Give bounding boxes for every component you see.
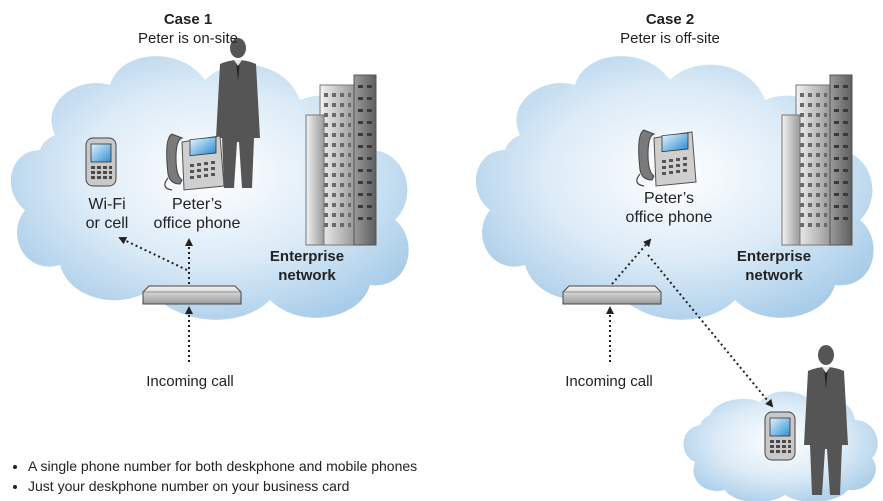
case1-subtitle: Peter is on-site bbox=[137, 30, 239, 47]
mobile-label-line1: Wi-Fi bbox=[88, 196, 126, 213]
incoming-call-label: Incoming call bbox=[146, 373, 234, 390]
case2-subtitle: Peter is off-site bbox=[620, 30, 720, 47]
office-phone-label-line2: office phone bbox=[153, 215, 241, 232]
gateway-device-icon bbox=[142, 285, 242, 305]
benefit-item: Just your deskphone number on your busin… bbox=[28, 476, 417, 496]
enterprise-network-label-line1: Enterprise bbox=[736, 248, 812, 265]
desk-phone-icon bbox=[636, 129, 697, 187]
benefits-list: A single phone number for both deskphone… bbox=[6, 456, 417, 496]
mobile-phone-icon bbox=[85, 137, 117, 187]
office-phone-label-line1: Peter’s bbox=[643, 190, 695, 207]
case2-title: Case 2 bbox=[645, 11, 695, 28]
benefit-item: A single phone number for both deskphone… bbox=[28, 456, 417, 476]
enterprise-network-label-line2: network bbox=[278, 267, 336, 284]
enterprise-network-label-line1: Enterprise bbox=[269, 248, 345, 265]
gateway-device-icon bbox=[562, 285, 662, 305]
case1-title: Case 1 bbox=[163, 11, 213, 28]
incoming-call-label: Incoming call bbox=[565, 373, 653, 390]
enterprise-cloud-case2 bbox=[475, 56, 874, 320]
desk-phone-icon bbox=[164, 133, 225, 191]
office-phone-label-line2: office phone bbox=[625, 209, 713, 226]
office-phone-label-line1: Peter’s bbox=[171, 196, 223, 213]
call-to-mobile-arrow-case1 bbox=[118, 236, 188, 271]
mobile-phone-icon bbox=[764, 411, 796, 461]
enterprise-network-label-line2: network bbox=[745, 267, 803, 284]
mobile-label-line2: or cell bbox=[85, 215, 129, 232]
